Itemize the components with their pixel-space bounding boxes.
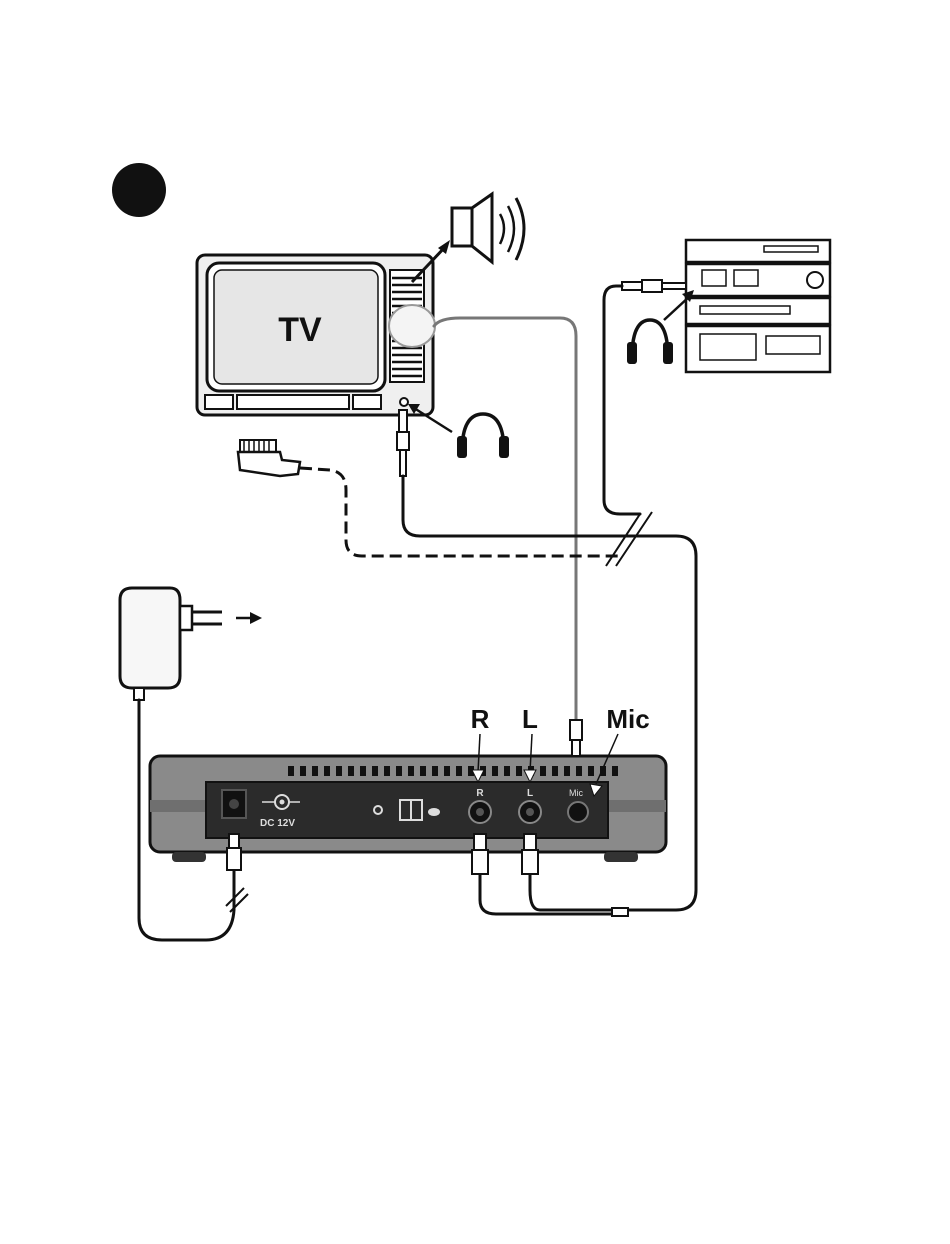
headphones-hifi-icon (627, 320, 673, 364)
step-marker-icon (112, 163, 166, 217)
label-mic: Mic (606, 704, 649, 734)
label-l: L (522, 704, 538, 734)
rca-plug-r-icon (472, 834, 488, 874)
panel-label-mic: Mic (569, 788, 583, 798)
panel-label-l: L (527, 788, 533, 799)
power-plug-icon (227, 834, 241, 870)
rca-cable-r (480, 872, 626, 914)
headphones-icon (457, 414, 509, 458)
speaker-icon (452, 194, 524, 262)
stereo-stack-icon (686, 240, 830, 372)
mic-plug-icon (570, 720, 582, 756)
label-r: R (471, 704, 490, 734)
scart-plug-icon (238, 440, 300, 476)
panel-label-r: R (476, 788, 484, 799)
mic-cable (434, 318, 576, 720)
power-adapter-icon (120, 588, 262, 700)
power-label: DC 12V (260, 818, 295, 829)
rca-plug-l-icon (522, 834, 538, 874)
hifi-plug-icon (622, 280, 686, 292)
jack-mic (568, 802, 588, 822)
led-icon (428, 808, 440, 816)
jack-plug-icon (397, 410, 409, 476)
scart-cable (300, 468, 618, 556)
tv-label: TV (278, 311, 322, 349)
hifi-cable (604, 286, 640, 514)
